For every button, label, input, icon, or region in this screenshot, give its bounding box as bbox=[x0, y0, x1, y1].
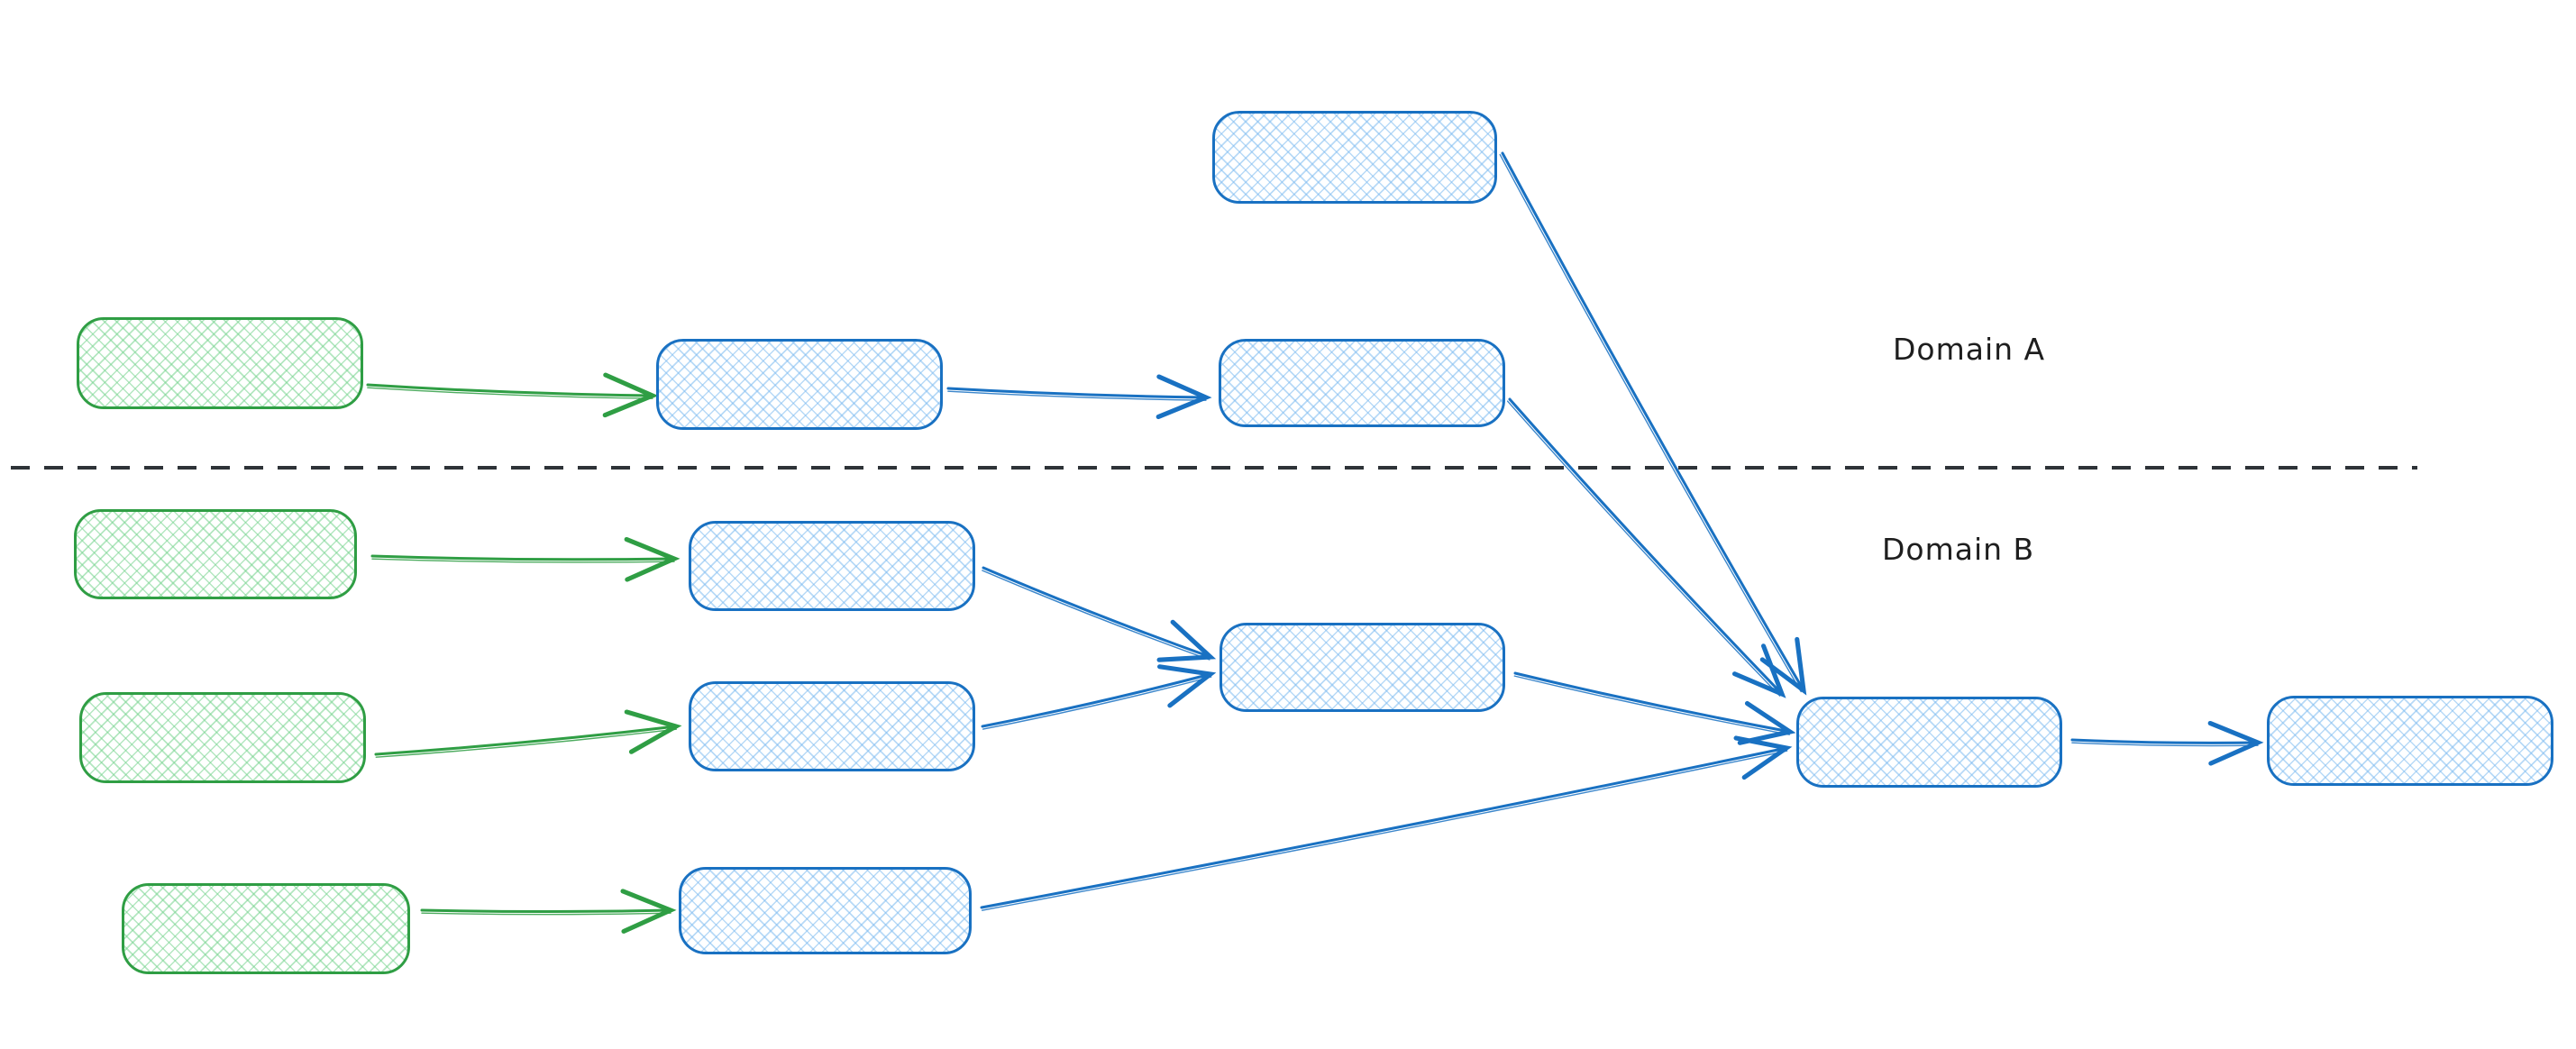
edge-ghost-process-b3-to-merge-all bbox=[981, 750, 1788, 911]
edge-source-b2-to-process-b2[interactable] bbox=[374, 709, 682, 756]
edge-source-a-to-process-a1[interactable] bbox=[366, 372, 659, 418]
edge-process-b1-to-merge-b[interactable] bbox=[982, 566, 1217, 662]
node-output[interactable] bbox=[2267, 696, 2553, 786]
edge-merge-all-to-output[interactable] bbox=[2070, 720, 2264, 766]
edge-process-a2-to-merge-all[interactable] bbox=[1508, 397, 1786, 698]
edge-process-top-to-merge-all[interactable] bbox=[1501, 151, 1807, 696]
edge-source-b3-to-process-b3[interactable] bbox=[420, 889, 677, 934]
domain-a-label: Domain A bbox=[1893, 332, 2046, 367]
edge-source-b1-to-process-b1[interactable] bbox=[370, 536, 681, 582]
node-process-a1[interactable] bbox=[656, 339, 943, 430]
edge-process-b2-to-merge-b[interactable] bbox=[981, 664, 1217, 728]
node-source-b2[interactable] bbox=[79, 692, 366, 783]
node-process-b2[interactable] bbox=[689, 681, 975, 771]
node-process-b1[interactable] bbox=[689, 521, 975, 611]
edge-ghost-source-b3-to-process-b3 bbox=[421, 912, 671, 916]
edge-ghost-process-top-to-merge-all bbox=[1499, 153, 1802, 693]
domain-b-label: Domain B bbox=[1882, 532, 2035, 567]
node-source-b3[interactable] bbox=[122, 883, 410, 974]
node-process-a2[interactable] bbox=[1219, 339, 1505, 427]
edge-process-a1-to-process-a2[interactable] bbox=[946, 374, 1212, 420]
node-process-top[interactable] bbox=[1212, 111, 1497, 204]
edge-merge-b-to-merge-all[interactable] bbox=[1513, 671, 1796, 745]
node-process-b3[interactable] bbox=[679, 867, 972, 954]
node-source-a[interactable] bbox=[77, 317, 363, 409]
node-merge-b[interactable] bbox=[1219, 623, 1505, 712]
node-merge-all[interactable] bbox=[1796, 697, 2062, 788]
edge-process-b3-to-merge-all[interactable] bbox=[980, 735, 1793, 909]
node-source-b1[interactable] bbox=[74, 509, 357, 599]
